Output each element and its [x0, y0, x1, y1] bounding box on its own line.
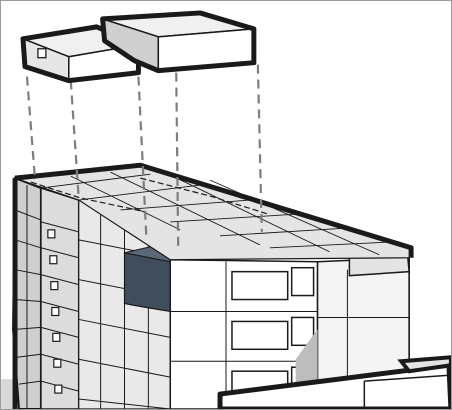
highlighted-apartment-unit — [124, 253, 170, 312]
building-left-facade — [13, 178, 79, 409]
module-window-icon — [38, 49, 46, 58]
